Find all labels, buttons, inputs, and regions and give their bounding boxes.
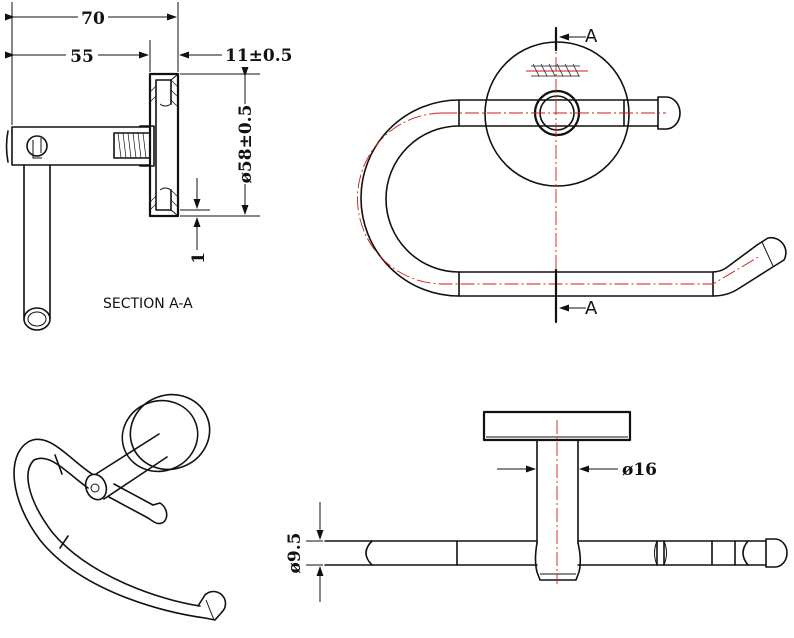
- iso-arm-top: [108, 483, 168, 525]
- dim-1: 1: [189, 252, 209, 264]
- dim-58-bg: [235, 104, 257, 184]
- front-centerline-arm: [357, 112, 761, 285]
- top-post: [536, 439, 579, 544]
- iso-bottom-cap: [197, 590, 227, 621]
- section-rod: [23, 164, 51, 319]
- front-marking: [531, 63, 580, 77]
- top-rod-end-right: [765, 538, 788, 568]
- section-base-inner: [155, 79, 172, 211]
- iso-bottom-cap-line: [205, 599, 215, 621]
- dim-1-ext: [180, 209, 210, 217]
- section-rod-end-inner: [27, 311, 47, 327]
- iso-loop-inner: [27, 457, 201, 607]
- section-base-hatch: [149, 79, 179, 211]
- iso-post-hole: [90, 483, 100, 493]
- front-base-disc: [484, 41, 630, 187]
- dim-95-ext: [306, 540, 323, 566]
- section-pin: [32, 138, 42, 159]
- dim-11: 11±0.5: [225, 46, 292, 66]
- dim-55: 55: [70, 47, 94, 67]
- top-rod-joints: [456, 540, 736, 566]
- dim-16-ext: [536, 455, 579, 478]
- dim-70-ext: [11, 2, 179, 125]
- section-screw-thread: [117, 132, 147, 159]
- top-view: ø16 ø9.5: [285, 410, 788, 602]
- section-marker-bottom: A: [585, 298, 598, 319]
- section-title: SECTION A-A: [103, 296, 193, 312]
- dim-55-bg: [66, 44, 98, 66]
- front-arm-inner: [385, 125, 758, 273]
- top-base-plate: [482, 410, 632, 442]
- top-rod-collar: [654, 540, 667, 566]
- front-arm-outer: [360, 99, 769, 297]
- top-rod-end-left: [365, 540, 373, 566]
- iso-loop-joints: [54, 454, 69, 549]
- dim-16: ø16: [622, 460, 657, 480]
- section-nut: [139, 125, 155, 167]
- section-pin-hole: [26, 135, 48, 157]
- front-slant-cap-line: [761, 241, 774, 267]
- dim-95: ø9.5: [285, 533, 305, 574]
- section-rod-end: [23, 307, 51, 331]
- front-arm-joints: [458, 271, 714, 297]
- top-post-foot: [534, 542, 582, 581]
- iso-post: [95, 433, 168, 500]
- iso-base-back: [121, 399, 199, 473]
- top-rod: [324, 540, 767, 566]
- dim-58: ø58±0.5: [236, 105, 256, 184]
- section-arm: [5, 126, 151, 166]
- section-screw: [113, 132, 151, 159]
- iso-post-end: [84, 473, 108, 501]
- top-rod-collar-right: [742, 540, 749, 566]
- iso-loop-outer: [13, 438, 206, 619]
- front-arm-top: [458, 99, 659, 127]
- front-slant-cap: [756, 236, 787, 271]
- section-base-lip: [159, 73, 179, 217]
- front-view: A A: [357, 26, 787, 324]
- dim-70-bg: [78, 6, 108, 28]
- isometric-view: [13, 393, 227, 621]
- section-view: 70 55 11±0.5 ø58±0.5 1 SECTION A-A: [5, 2, 292, 331]
- iso-base-front: [129, 393, 211, 471]
- dim-70: 70: [81, 9, 105, 29]
- front-end-cap: [657, 96, 681, 130]
- section-marker-top: A: [585, 26, 598, 47]
